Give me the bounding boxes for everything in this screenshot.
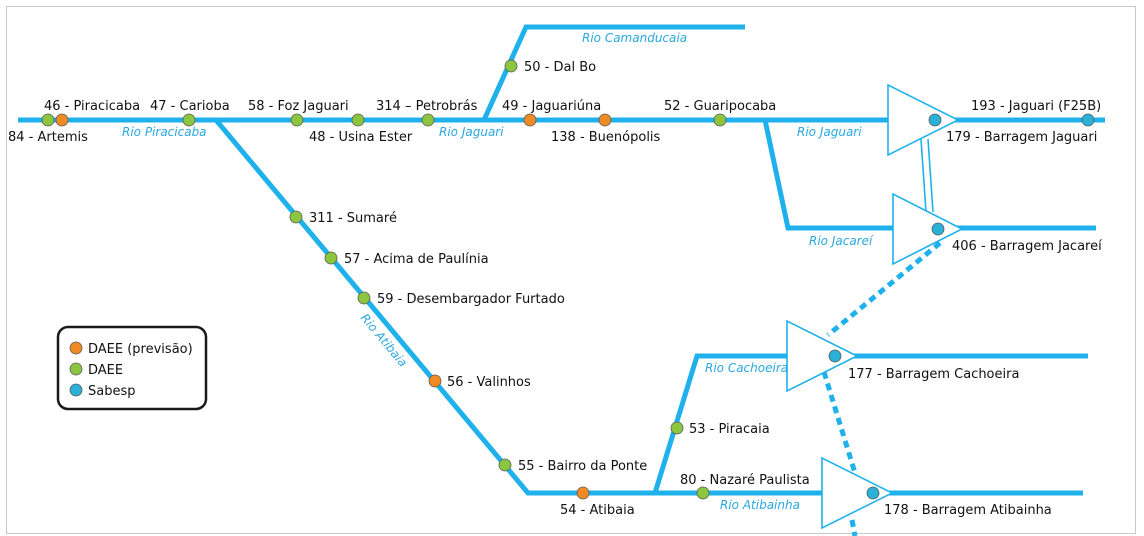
station-marker-58 xyxy=(290,113,304,127)
reservoirs xyxy=(786,83,964,530)
station-label-314: 314 – Petrobrás xyxy=(376,99,478,114)
station-marker-406 xyxy=(931,222,945,236)
legend-marker-sabesp xyxy=(69,383,83,397)
station-label-46: 46 - Piracicaba xyxy=(44,99,140,114)
station-label-56: 56 - Valinhos xyxy=(447,375,531,390)
jaguari-jacarei-channel-b xyxy=(927,138,934,213)
station-marker-49 xyxy=(523,113,537,127)
station-marker-56 xyxy=(428,374,442,388)
station-label-178: 178 - Barragem Atibainha xyxy=(884,503,1052,518)
station-label-193: 193 - Jaguari (F25B) xyxy=(971,99,1101,114)
station-marker-50 xyxy=(504,59,518,73)
station-label-49: 49 - Jaguariúna xyxy=(502,99,601,114)
station-marker-177 xyxy=(828,349,842,363)
station-label-406: 406 - Barragem Jacareí xyxy=(952,239,1102,254)
legend-marker-daee-forecast xyxy=(69,341,83,355)
reservoir-jaguari-triangle xyxy=(887,83,960,157)
station-marker-55 xyxy=(498,458,512,472)
river-label-camanducaia: Rio Camanducaia xyxy=(582,31,687,45)
station-label-53: 53 - Piracaia xyxy=(689,422,770,437)
station-label-57: 57 - Acima de Paulínia xyxy=(344,252,489,267)
station-marker-311 xyxy=(289,210,303,224)
station-label-55: 55 - Bairro da Ponte xyxy=(518,459,647,474)
station-marker-54 xyxy=(576,486,590,500)
station-marker-314 xyxy=(421,113,435,127)
station-marker-179 xyxy=(928,113,942,127)
station-label-84: 84 - Artemis xyxy=(8,130,88,145)
river-atibaia-line xyxy=(214,118,655,496)
station-marker-80 xyxy=(696,486,710,500)
river-jacarei-line xyxy=(762,119,1096,231)
diagram-frame xyxy=(6,6,1136,534)
station-marker-47 xyxy=(182,113,196,127)
river-label-piracicaba: Rio Piracicaba xyxy=(122,125,207,139)
station-label-59: 59 - Desembargador Furtado xyxy=(377,292,565,307)
station-label-47: 47 - Carioba xyxy=(150,99,230,114)
station-label-50: 50 - Dal Bo xyxy=(524,60,596,75)
station-label-48: 48 - Usina Ester xyxy=(309,130,413,145)
station-marker-48 xyxy=(351,113,365,127)
river-label-jaguari-1: Rio Jaguari xyxy=(439,125,504,139)
station-marker-52 xyxy=(713,113,727,127)
station-marker-193 xyxy=(1081,113,1095,127)
legend-label-daee-forecast: DAEE (previsão) xyxy=(88,342,193,357)
legend-box xyxy=(56,325,208,411)
station-label-179: 179 - Barragem Jaguari xyxy=(946,130,1097,145)
station-marker-53 xyxy=(670,421,684,435)
station-marker-59 xyxy=(357,291,371,305)
river-label-jacarei: Rio Jacareí xyxy=(809,234,874,248)
station-marker-84 xyxy=(41,113,55,127)
reservoir-cachoeira-triangle xyxy=(786,319,859,393)
river-lines xyxy=(18,24,1105,496)
station-label-54: 54 - Atibaia xyxy=(560,503,635,518)
station-label-311: 311 - Sumaré xyxy=(309,211,397,226)
reservoir-connections xyxy=(821,138,942,536)
station-marker-57 xyxy=(324,251,338,265)
cachoeira-atibainha-tunnel xyxy=(821,371,858,474)
atibainha-outflow-tunnel xyxy=(849,519,858,536)
legend-label-sabesp: Sabesp xyxy=(88,384,136,399)
legend-marker-daee xyxy=(69,362,83,376)
station-marker-178 xyxy=(866,486,880,500)
river-label-cachoeira: Rio Cachoeira xyxy=(705,361,788,375)
river-label-jaguari-2: Rio Jaguari xyxy=(797,125,862,139)
legend-label-daee: DAEE xyxy=(88,363,123,378)
reservoir-jacarei-triangle xyxy=(892,192,964,266)
river-label-atibainha: Rio Atibainha xyxy=(720,498,800,512)
jacarei-cachoeira-tunnel xyxy=(826,241,942,337)
station-label-138: 138 - Buenópolis xyxy=(551,130,661,145)
reservoir-atibainha-triangle xyxy=(821,456,894,530)
station-markers xyxy=(41,59,1095,500)
station-label-177: 177 - Barragem Cachoeira xyxy=(848,367,1019,382)
station-label-80: 80 - Nazaré Paulista xyxy=(680,473,810,488)
station-marker-46 xyxy=(55,113,69,127)
legend: DAEE (previsão) DAEE Sabesp xyxy=(56,325,208,411)
station-label-58: 58 - Foz Jaguari xyxy=(248,99,349,114)
river-camanducaia-line xyxy=(481,24,745,122)
station-labels: 84 - Artemis 46 - Piracicaba 47 - Cariob… xyxy=(8,60,1102,518)
river-cachoeira-line xyxy=(652,353,1088,494)
station-label-52: 52 - Guaripocaba xyxy=(664,99,776,114)
jaguari-jacarei-channel-a xyxy=(920,138,927,213)
station-marker-138 xyxy=(598,113,612,127)
